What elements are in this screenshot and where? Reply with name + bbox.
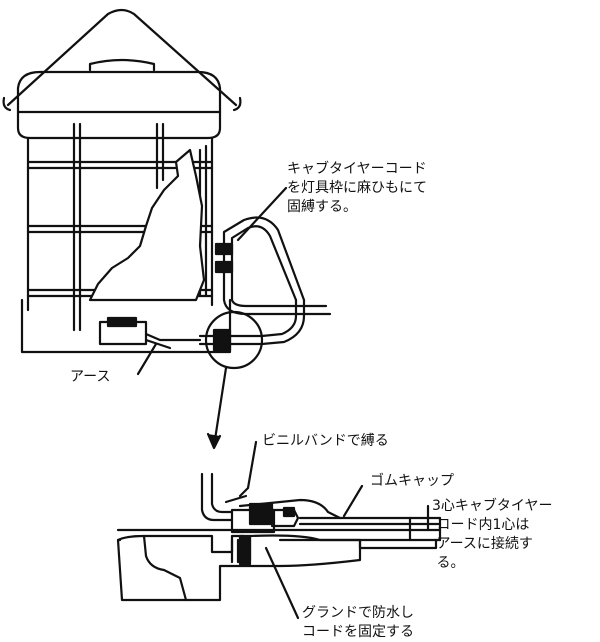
label-vinyl-band: ビニルバンドで縛る — [262, 433, 389, 449]
cord-gland — [212, 328, 232, 352]
lamp-base — [20, 298, 232, 354]
cutaway-edge — [88, 148, 206, 302]
label-gland: グランドで防水し コードを固定する — [302, 605, 414, 640]
lamp-fixture — [2, 8, 242, 354]
cord-entry-detail — [116, 472, 442, 602]
lamp-lid — [16, 70, 222, 140]
earth-wire — [144, 332, 202, 342]
hanging-handle — [6, 8, 238, 107]
rubber-cap — [238, 498, 342, 520]
label-earth: アース — [70, 369, 111, 385]
lamp-body-section — [116, 534, 362, 602]
binding-mark — [214, 242, 234, 256]
cabtyre-cord-upper — [212, 216, 332, 352]
label-three-core-cord: 3心キャブタイヤー コード内1心は アースに接続す る。 — [432, 498, 553, 571]
detail-circle — [204, 310, 264, 370]
top-cap — [88, 58, 156, 72]
frame-post — [200, 472, 242, 522]
label-cord-fixing: キャブタイヤーコード を灯具枠に麻ひもにて 固縛する。 — [287, 161, 427, 215]
label-rubber-cap: ゴムキャップ — [370, 473, 454, 489]
guard-frame — [26, 136, 214, 312]
detail-arrow — [212, 366, 228, 448]
